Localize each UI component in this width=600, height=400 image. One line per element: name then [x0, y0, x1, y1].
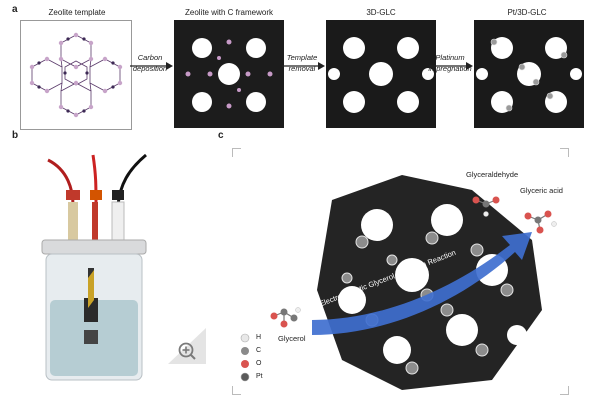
- frame-corner: [560, 148, 569, 157]
- legend-label-h: H: [256, 334, 262, 341]
- frame-corner: [232, 148, 241, 157]
- 3d-glc-image: [326, 20, 436, 128]
- glc-catalyst-illustration: [312, 175, 542, 390]
- arrow-label-line1: Platinum: [435, 53, 465, 62]
- arrow-label-carbon-deposition: Carbon deposition: [124, 52, 176, 74]
- panel-a-letter: a: [12, 4, 18, 15]
- glyceric-acid-molecule: [524, 210, 557, 234]
- glyceric-acid-label: Glyceric acid: [520, 186, 563, 195]
- pt-3d-glc-image: [474, 20, 584, 128]
- legend-label-o: O: [256, 360, 262, 367]
- panel-c-letter: c: [218, 130, 224, 141]
- glycerol-molecule: [270, 307, 301, 328]
- arrow-label-line2: removal: [288, 64, 316, 73]
- glyceraldehyde-label: Glyceraldehyde: [466, 170, 519, 179]
- panel-b-letter: b: [12, 130, 19, 141]
- legend-label-c: C: [256, 347, 262, 354]
- frame-corner: [560, 386, 569, 395]
- glycerol-label: Glycerol: [278, 334, 306, 343]
- stage-title-3d-glc: 3D-GLC: [366, 8, 396, 17]
- stage-title-pt-3d-glc: Pt/3D-GLC: [507, 8, 547, 17]
- electrochemical-cell-illustration: [41, 153, 147, 381]
- arrow-carbon-deposition: [130, 62, 173, 70]
- zoom-in-icon: [168, 328, 206, 364]
- legend-label-pt: Pt: [256, 373, 263, 380]
- arrow-label-template-removal: Template removal: [276, 52, 328, 74]
- arrow-label-line1: Carbon: [137, 53, 163, 62]
- arrow-label-line1: Template: [286, 53, 318, 62]
- stage-title-zeolite: Zeolite template: [48, 8, 106, 17]
- zeolite-carbon-framework-image: [174, 20, 284, 128]
- arrow-label-line2: deposition: [132, 64, 168, 73]
- arrow-template-removal: [282, 62, 325, 70]
- arrow-platinum-impregnation: [430, 62, 473, 70]
- stage-title-zeolite-carbon: Zeolite with C framework: [184, 8, 274, 17]
- legend-swatches: [240, 333, 250, 382]
- frame-corner: [232, 386, 241, 395]
- glyceraldehyde-molecule: [472, 196, 500, 217]
- arrow-label-line2: impregnation: [428, 64, 472, 73]
- zeolite-template-image: [20, 20, 132, 130]
- zoom-button[interactable]: [168, 328, 206, 364]
- arrow-label-platinum-impregnation: Platinum impregnation: [424, 52, 476, 74]
